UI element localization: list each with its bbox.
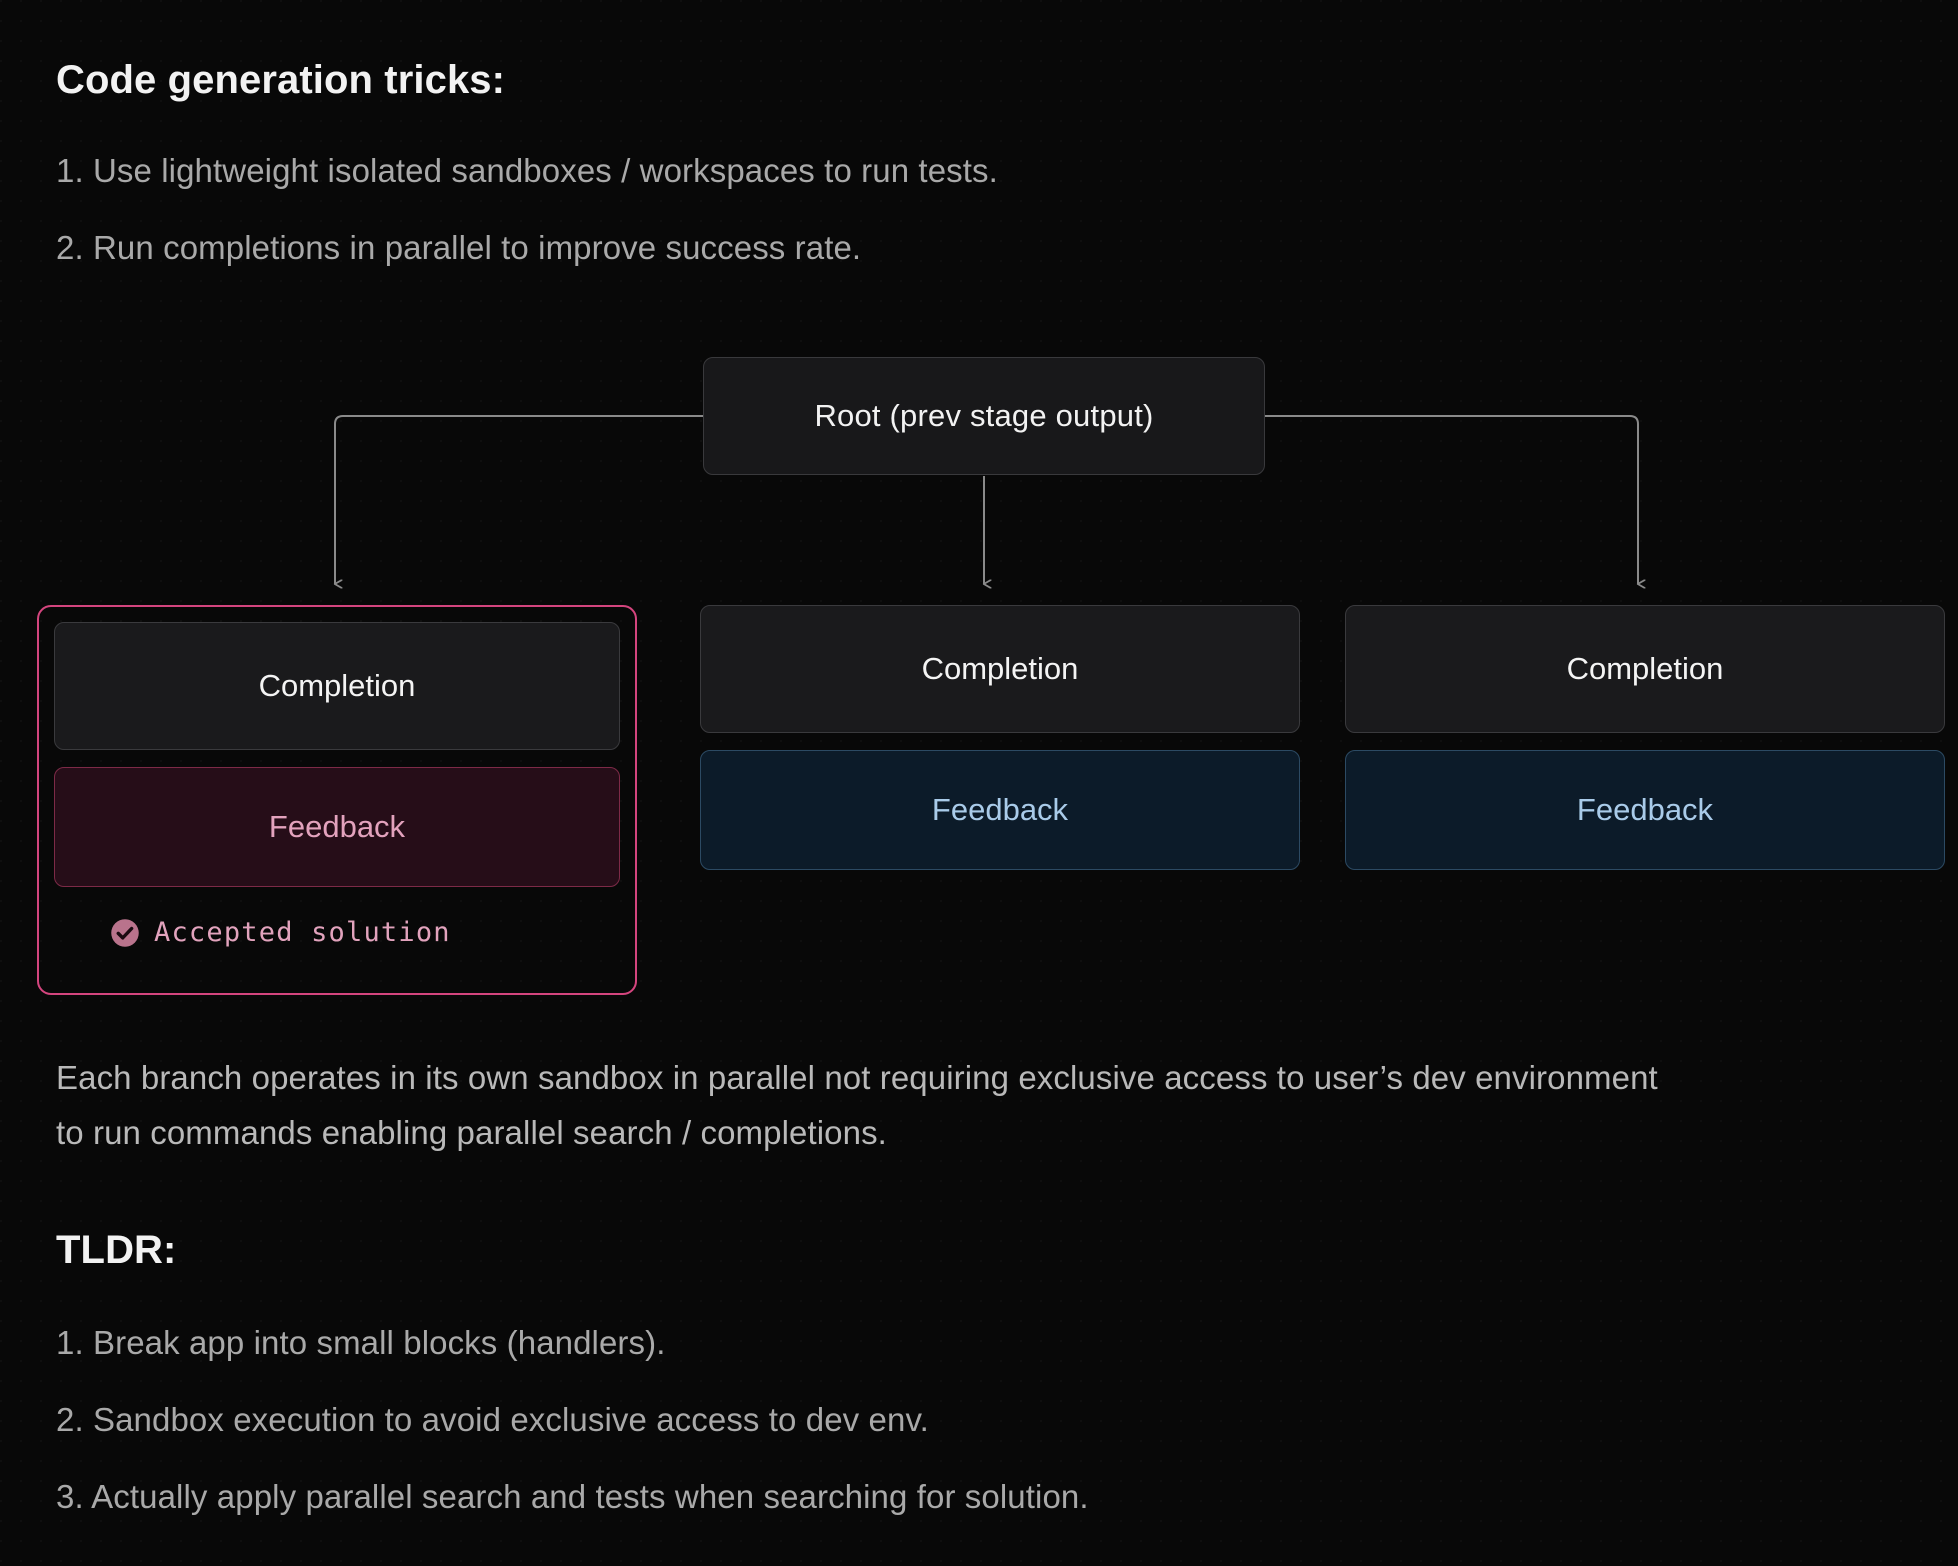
node-root[interactable]: Root (prev stage output) xyxy=(703,357,1265,475)
branch-1-completion-box[interactable]: Completion xyxy=(54,622,620,750)
branch-3[interactable]: Completion Feedback xyxy=(1345,605,1945,870)
accepted-solution-row: Accepted solution xyxy=(54,917,620,948)
codegen-heading: Code generation tricks: xyxy=(56,58,506,102)
branch-3-completion-box[interactable]: Completion xyxy=(1345,605,1945,733)
check-circle-icon xyxy=(111,918,139,947)
branch-2[interactable]: Completion Feedback xyxy=(700,605,1300,870)
tldr-item-3: 3. Actually apply parallel search and te… xyxy=(56,1478,1089,1515)
branch-1-feedback-box[interactable]: Feedback xyxy=(54,767,620,887)
tldr-item-2: 2. Sandbox execution to avoid exclusive … xyxy=(56,1401,929,1438)
connector-root-to-branch-3 xyxy=(1265,415,1638,584)
codegen-item-1: 1. Use lightweight isolated sandboxes / … xyxy=(56,152,998,189)
branch-2-feedback-box[interactable]: Feedback xyxy=(700,750,1300,870)
accepted-solution-label: Accepted solution xyxy=(154,917,451,948)
tldr-item-1: 1. Break app into small blocks (handlers… xyxy=(56,1324,666,1361)
connector-root-to-branch-1 xyxy=(335,415,703,584)
codegen-item-2: 2. Run completions in parallel to improv… xyxy=(56,229,862,266)
branch-3-feedback-box[interactable]: Feedback xyxy=(1345,750,1945,870)
parallel-completion-diagram: Root (prev stage output) Completion Feed… xyxy=(0,340,1958,1000)
tldr-heading: TLDR: xyxy=(56,1228,177,1272)
branch-accepted[interactable]: Completion Feedback Accepted solution xyxy=(37,605,637,995)
branch-2-completion-box[interactable]: Completion xyxy=(700,605,1300,733)
diagram-caption: Each branch operates in its own sandbox … xyxy=(56,1059,1658,1151)
